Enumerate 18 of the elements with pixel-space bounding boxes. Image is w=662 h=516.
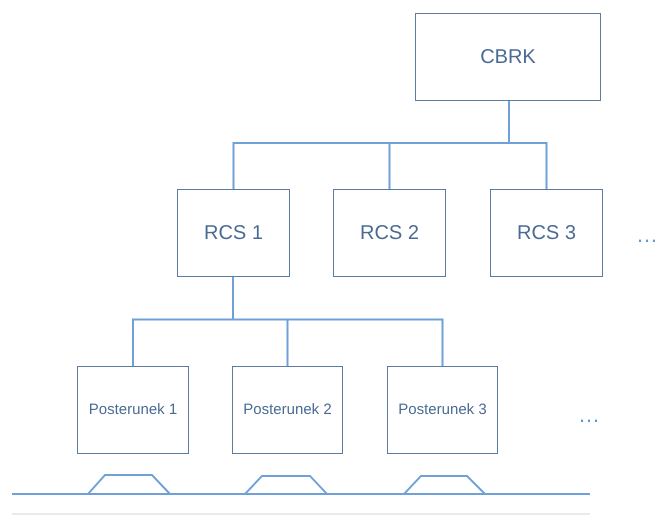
ellipsis-label: …	[636, 222, 659, 248]
process-box	[77, 366, 189, 454]
process-box	[387, 366, 498, 454]
box-label: CBRK	[480, 45, 536, 70]
box-label: RCS 1	[204, 221, 263, 246]
process-box	[490, 189, 603, 277]
process-box	[177, 189, 290, 277]
box-label: Posterunek 2	[243, 400, 332, 420]
process-box	[232, 366, 343, 454]
box-label: RCS 3	[517, 221, 576, 246]
connector-line	[232, 277, 444, 366]
process-box	[333, 189, 446, 277]
box-label: Posterunek 1	[88, 400, 178, 420]
process-box	[415, 13, 601, 101]
connector-line	[508, 101, 548, 189]
box-label: Posterunek 3	[398, 400, 487, 420]
box-label: RCS 2	[360, 221, 419, 246]
ellipsis-label: …	[578, 402, 601, 428]
